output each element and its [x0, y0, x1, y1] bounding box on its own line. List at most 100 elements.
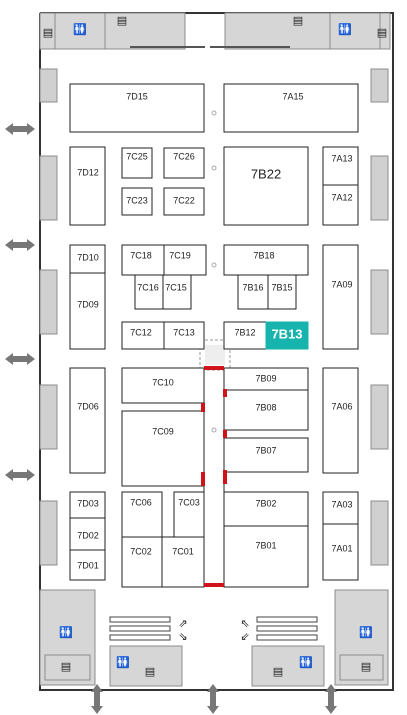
booth-7B16[interactable]: 7B16 [237, 274, 269, 310]
top-left-facility: 🚻 ▤ ▤ [39, 12, 205, 50]
booth-7D15[interactable]: 7D15 [69, 83, 205, 133]
booth-7C26[interactable]: 7C26 [163, 147, 205, 179]
booth-7C09[interactable]: 7C09 [121, 410, 205, 487]
escalator-right: ⇖ ⇙ [240, 616, 318, 643]
svg-text:7B16: 7B16 [242, 282, 263, 292]
svg-text:7D06: 7D06 [77, 401, 99, 411]
svg-text:7A03: 7A03 [331, 499, 352, 509]
booth-7D02[interactable]: 7D02 [69, 517, 106, 551]
restroom-icon: 🚻 [73, 23, 87, 36]
booth-7A03[interactable]: 7A03 [322, 491, 359, 525]
booth-7C01[interactable]: 7C01 [161, 536, 205, 588]
svg-text:7C13: 7C13 [173, 327, 195, 337]
bottom-right-facility: 🚻 ▤ 🚻 ▤ [251, 589, 389, 687]
booth-7C03[interactable]: 7C03 [173, 491, 205, 538]
booth-7A15[interactable]: 7A15 [223, 83, 359, 133]
double-arrow-icon [5, 123, 35, 135]
booth-7B18[interactable]: 7B18 [223, 244, 309, 276]
double-arrow-icon [325, 684, 337, 714]
svg-text:7B13: 7B13 [271, 326, 302, 341]
svg-text:7D09: 7D09 [77, 299, 99, 309]
stairs-icon: ▤ [361, 660, 371, 673]
booth-7D09[interactable]: 7D09 [69, 272, 106, 350]
booth-7B07[interactable]: 7B07 [223, 437, 309, 473]
booth-7C25[interactable]: 7C25 [121, 147, 153, 179]
svg-text:7D15: 7D15 [126, 91, 148, 101]
booth-7B08[interactable]: 7B08 [223, 389, 309, 431]
booth-7A06[interactable]: 7A06 [322, 367, 359, 474]
svg-text:7C18: 7C18 [130, 250, 152, 260]
svg-text:7B15: 7B15 [271, 282, 292, 292]
booth-7C13[interactable]: 7C13 [163, 321, 205, 350]
svg-text:7C22: 7C22 [173, 195, 195, 205]
booth-7B22[interactable]: 7B22 [223, 146, 309, 226]
booth-7C02[interactable]: 7C02 [121, 536, 163, 588]
booth-7B01[interactable]: 7B01 [223, 525, 309, 588]
svg-text:7B02: 7B02 [255, 498, 276, 508]
booth-7C19[interactable]: 7C19 [163, 244, 207, 276]
top-right-facility: 🚻 ▤ ▤ [210, 12, 391, 50]
svg-text:7D01: 7D01 [77, 560, 99, 570]
bottom-entrance-arrows [91, 684, 337, 714]
svg-text:7C15: 7C15 [165, 282, 187, 292]
booth-7A12[interactable]: 7A12 [322, 184, 359, 226]
escalator-icon: ⇗ [178, 617, 187, 630]
booth-7C15[interactable]: 7C15 [162, 274, 192, 310]
booth-7B12[interactable]: 7B12 [223, 321, 267, 350]
svg-text:7C25: 7C25 [126, 151, 148, 161]
booth-7A01[interactable]: 7A01 [322, 523, 359, 581]
red-door-markers [201, 366, 227, 587]
escalator-icon: ⇖ [240, 617, 249, 630]
booth-7A13[interactable]: 7A13 [322, 146, 359, 186]
svg-text:7C02: 7C02 [130, 546, 152, 556]
restroom-icon: 🚻 [299, 656, 313, 669]
svg-text:7C01: 7C01 [172, 546, 194, 556]
left-entrance-arrows [5, 123, 35, 481]
bottom-left-facility: 🚻 ▤ 🚻 ▤ [39, 589, 183, 687]
booth-7B02[interactable]: 7B02 [223, 491, 309, 527]
svg-text:7D12: 7D12 [77, 167, 99, 177]
svg-text:7D03: 7D03 [77, 498, 99, 508]
double-arrow-icon [207, 684, 219, 714]
escalator-left: ⇗ ⇘ [109, 616, 188, 643]
stairs-icon: ▤ [293, 14, 303, 27]
svg-text:7B01: 7B01 [255, 540, 276, 550]
svg-text:7B08: 7B08 [255, 402, 276, 412]
svg-text:7B18: 7B18 [253, 250, 274, 260]
booth-7C22[interactable]: 7C22 [163, 187, 205, 216]
double-arrow-icon [5, 469, 35, 481]
booth-7D01[interactable]: 7D01 [69, 549, 106, 581]
restroom-icon: 🚻 [59, 626, 73, 639]
booth-7D06[interactable]: 7D06 [69, 367, 106, 474]
right-side-panels [370, 68, 389, 566]
svg-text:7C23: 7C23 [126, 195, 148, 205]
svg-text:7A01: 7A01 [331, 543, 352, 553]
booth-7C06[interactable]: 7C06 [121, 491, 163, 538]
booth-7B13[interactable]: 7B13 [265, 321, 309, 350]
escalator-icon: ⇘ [178, 630, 187, 643]
booth-7C18[interactable]: 7C18 [121, 244, 165, 276]
svg-text:7C10: 7C10 [152, 377, 174, 387]
svg-text:7B07: 7B07 [255, 445, 276, 455]
booth-7C16[interactable]: 7C16 [134, 274, 164, 310]
svg-text:7D10: 7D10 [77, 252, 99, 262]
booth-7C23[interactable]: 7C23 [121, 187, 153, 216]
booth-7B15[interactable]: 7B15 [267, 274, 297, 310]
booth-7D10[interactable]: 7D10 [69, 244, 106, 274]
svg-text:7B12: 7B12 [234, 327, 255, 337]
booth-7A09[interactable]: 7A09 [322, 244, 359, 350]
booth-7C10[interactable]: 7C10 [121, 367, 205, 404]
restroom-icon: 🚻 [116, 656, 130, 669]
booth-7C12[interactable]: 7C12 [121, 321, 165, 350]
booth-7D03[interactable]: 7D03 [69, 491, 106, 519]
escalator-icon: ⇙ [240, 630, 249, 643]
booth-7B09[interactable]: 7B09 [223, 367, 309, 391]
svg-text:7C26: 7C26 [173, 151, 195, 161]
svg-text:7D02: 7D02 [77, 530, 99, 540]
svg-text:7A13: 7A13 [331, 153, 352, 163]
central-corridor [203, 368, 225, 587]
booth-7D12[interactable]: 7D12 [69, 146, 106, 226]
svg-text:7A09: 7A09 [331, 279, 352, 289]
double-arrow-icon [91, 684, 103, 714]
